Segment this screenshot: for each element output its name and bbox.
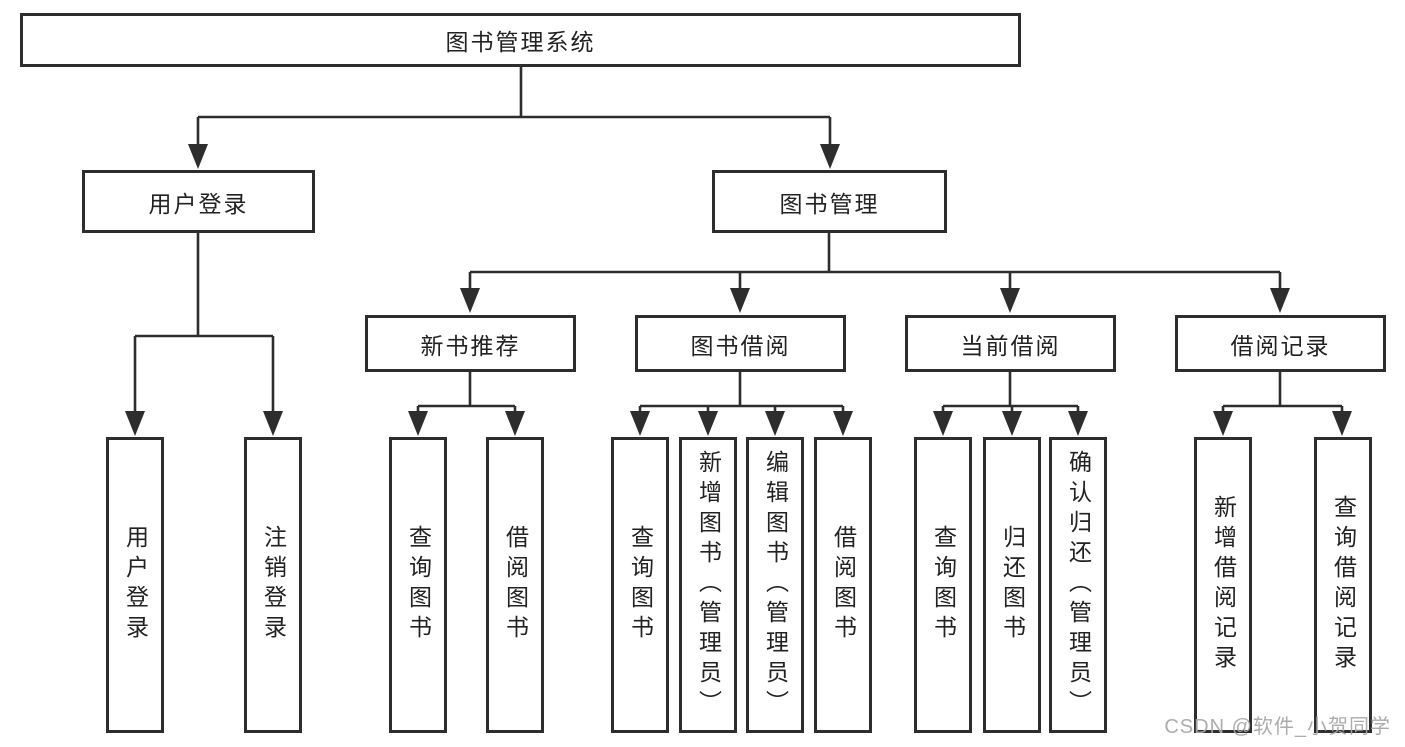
node-label: 确认归还（管理员） bbox=[1065, 450, 1092, 720]
node-label: 新书推荐 bbox=[420, 332, 521, 359]
node-library-system: 图书管理系统 bbox=[20, 13, 1021, 67]
node-label: 查询图书 bbox=[930, 525, 957, 645]
leaf-edit-books-admin: 编辑图书（管理员） bbox=[746, 437, 804, 733]
node-label: 借阅记录 bbox=[1230, 332, 1331, 359]
leaf-query-books-recommend: 查询图书 bbox=[389, 437, 447, 733]
leaf-return-books: 归还图书 bbox=[983, 437, 1041, 733]
node-label: 用户登录 bbox=[122, 525, 149, 645]
node-label: 图书借阅 bbox=[690, 332, 791, 359]
node-label: 图书管理系统 bbox=[445, 29, 596, 55]
watermark: CSDN @软件_小贺同学 bbox=[1164, 716, 1391, 738]
node-new-book-recommend: 新书推荐 bbox=[365, 315, 576, 372]
node-label: 用户登录 bbox=[148, 190, 249, 217]
node-label: 借阅图书 bbox=[830, 525, 857, 645]
leaf-logout: 注销登录 bbox=[244, 437, 302, 733]
node-label: 注销登录 bbox=[260, 525, 287, 645]
node-label: 当前借阅 bbox=[960, 332, 1061, 359]
node-label: 编辑图书（管理员） bbox=[762, 450, 789, 720]
leaf-borrow-books-recommend: 借阅图书 bbox=[486, 437, 544, 733]
node-current-borrow: 当前借阅 bbox=[905, 315, 1116, 372]
leaf-query-books-current: 查询图书 bbox=[914, 437, 972, 733]
leaf-borrow-books: 借阅图书 bbox=[814, 437, 872, 733]
arrowhead-icon bbox=[125, 144, 1352, 436]
node-label: 新增图书（管理员） bbox=[695, 450, 722, 720]
node-label: 新增借阅记录 bbox=[1210, 495, 1237, 675]
node-book-borrow: 图书借阅 bbox=[635, 315, 846, 372]
node-label: 查询图书 bbox=[627, 525, 654, 645]
node-user-login: 用户登录 bbox=[82, 170, 315, 233]
node-book-management: 图书管理 bbox=[712, 170, 947, 233]
node-label: 图书管理 bbox=[779, 190, 880, 217]
leaf-user-login: 用户登录 bbox=[106, 437, 164, 733]
leaf-confirm-return-admin: 确认归还（管理员） bbox=[1049, 437, 1107, 733]
node-label: 查询借阅记录 bbox=[1330, 495, 1357, 675]
node-label: 查询图书 bbox=[405, 525, 432, 645]
node-borrow-records: 借阅记录 bbox=[1175, 315, 1386, 372]
node-label: 借阅图书 bbox=[502, 525, 529, 645]
node-label: 归还图书 bbox=[999, 525, 1026, 645]
leaf-query-books: 查询图书 bbox=[611, 437, 669, 733]
leaf-query-borrow-record: 查询借阅记录 bbox=[1314, 437, 1372, 733]
leaf-add-borrow-record: 新增借阅记录 bbox=[1194, 437, 1252, 733]
leaf-add-books-admin: 新增图书（管理员） bbox=[679, 437, 737, 733]
